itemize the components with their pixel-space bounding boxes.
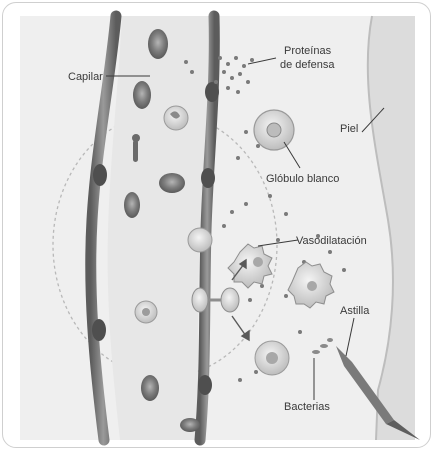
white-cell-nucleus xyxy=(253,257,263,267)
endothelial-nucleus xyxy=(93,164,107,186)
label-vasodilatacion: Vasodilatación xyxy=(296,235,367,247)
label-globulo-blanco: Glóbulo blanco xyxy=(266,173,339,185)
red-blood-cell xyxy=(133,81,151,109)
platelet xyxy=(132,134,140,142)
red-blood-cell xyxy=(180,418,200,432)
label-proteinas-line1: Proteínas xyxy=(284,45,332,57)
endothelial-nucleus xyxy=(201,168,215,188)
label-piel: Piel xyxy=(340,123,358,135)
white-cell-nucleus xyxy=(266,352,278,364)
label-capilar: Capilar xyxy=(68,71,103,83)
endothelial-nucleus xyxy=(205,82,219,102)
white-cell-nucleus xyxy=(142,308,150,316)
endothelial-nucleus xyxy=(198,375,212,395)
red-blood-cell xyxy=(159,173,185,193)
endothelial-nucleus xyxy=(92,319,106,341)
white-cell-nucleus xyxy=(307,281,317,291)
red-blood-cell xyxy=(141,375,159,401)
red-blood-cell xyxy=(148,29,168,59)
label-bacterias: Bacterias xyxy=(284,401,330,413)
white-cell xyxy=(188,228,212,252)
red-blood-cell xyxy=(124,192,140,218)
platelet xyxy=(133,140,138,162)
migrating-white-cell xyxy=(192,288,208,312)
label-proteinas-line2: de defensa xyxy=(280,59,335,71)
migrating-white-cell xyxy=(221,288,239,312)
capillary-lumen xyxy=(108,16,211,440)
label-astilla: Astilla xyxy=(340,305,370,317)
white-cell-nucleus xyxy=(267,123,281,137)
